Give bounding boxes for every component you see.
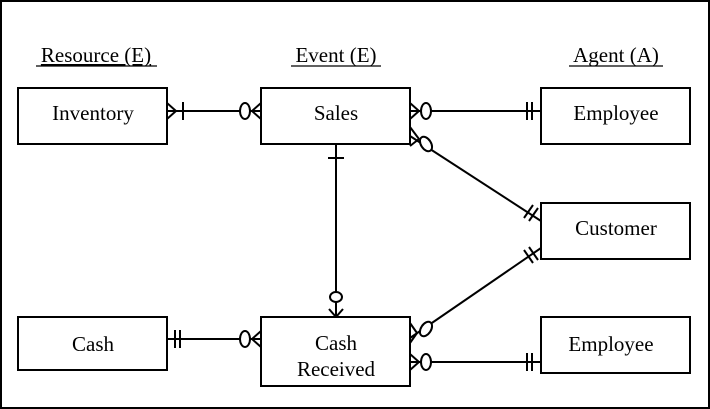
entity-cash-box	[17, 316, 168, 371]
entity-cash-received-label-line2: Received	[297, 357, 376, 381]
card-cashreceived-left-zero-or-many	[239, 330, 262, 348]
header-resource: Resource (E)	[41, 43, 151, 67]
card-sales-employee-zero-or-many	[409, 102, 432, 120]
entity-employee-1-box	[540, 87, 691, 145]
card-cash-one-only	[174, 330, 181, 348]
header-agent: Agent (A)	[573, 43, 659, 67]
entity-customer-box	[540, 202, 691, 260]
cardinality-markers	[166, 102, 539, 371]
entity-employee-1-label: Employee	[573, 101, 658, 125]
entity-inventory-box	[17, 87, 168, 145]
card-sales-customer-zero-or-many	[409, 126, 434, 153]
card-cashreceived-top-zero-or-one	[328, 291, 344, 318]
card-cashreceived-customer-zero-or-many	[409, 320, 434, 344]
entity-sales-box	[260, 87, 411, 145]
entity-cash-label: Cash	[72, 332, 115, 356]
card-customer-top-one-only	[523, 204, 539, 222]
card-sales-left-zero-or-many	[239, 102, 262, 120]
entity-employee-2-label: Employee	[568, 332, 653, 356]
entity-employee-2-box	[540, 316, 691, 374]
entity-cash-received-label-line1: Cash	[315, 331, 358, 355]
entity-inventory-label: Inventory	[52, 101, 134, 125]
entity-customer-label: Customer	[575, 216, 657, 240]
card-cashreceived-employee-zero-or-many	[409, 353, 432, 371]
entity-cash-received-box	[260, 316, 411, 387]
card-employee2-one-only	[526, 353, 533, 371]
card-employee1-one-only	[526, 102, 533, 120]
header-event: Event (E)	[295, 43, 376, 67]
card-inventory-one-or-many	[166, 102, 184, 120]
card-customer-bottom-one-only	[523, 246, 539, 264]
entity-sales-label: Sales	[314, 101, 358, 125]
